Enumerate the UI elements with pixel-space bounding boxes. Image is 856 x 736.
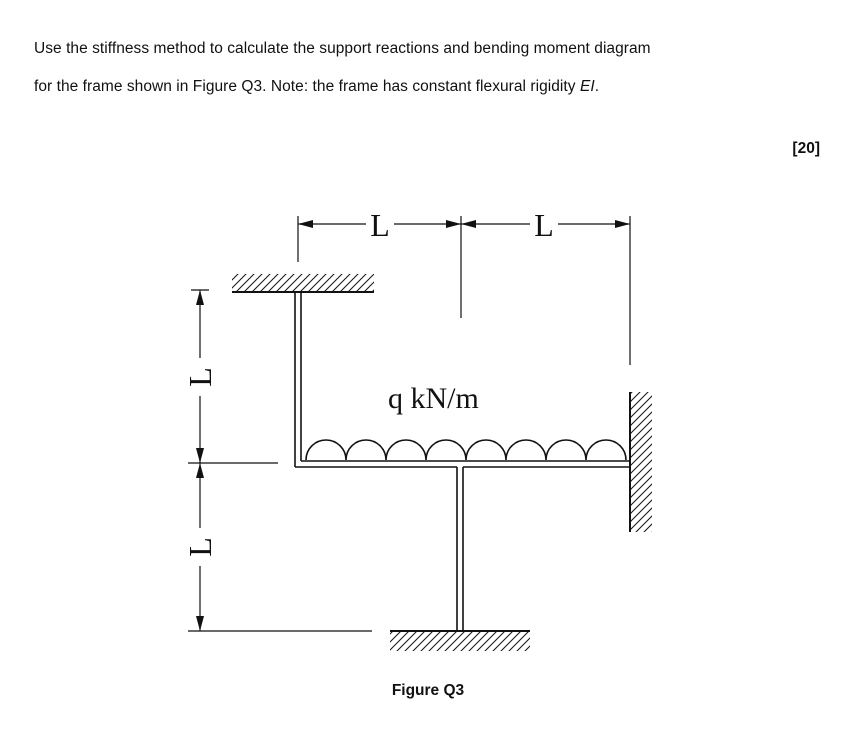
marks-label: [20]: [792, 140, 820, 157]
figure-caption: Figure Q3: [391, 682, 465, 699]
question-line-2: for the frame shown in Figure Q3. Note: …: [34, 68, 834, 106]
frame-members: [294, 292, 630, 631]
dimension-label-left-lower: L: [182, 537, 218, 557]
question-line-2-prefix: for the frame shown in Figure Q3. Note: …: [34, 78, 580, 95]
right-fixed-support: [629, 392, 652, 532]
bottom-fixed-support: [390, 630, 530, 651]
dimension-label-top-left: L: [370, 207, 390, 243]
question-text: Use the stiffness method to calculate th…: [34, 30, 834, 106]
dimension-label-top-right: L: [534, 207, 554, 243]
flexural-rigidity-symbol: EI: [579, 78, 595, 95]
top-fixed-support: [232, 274, 374, 293]
top-dimension-lines: [297, 216, 631, 365]
question-line-1: Use the stiffness method to calculate th…: [34, 40, 651, 57]
left-dimension-lines: [188, 289, 372, 632]
question-line-2-suffix: .: [594, 78, 600, 95]
distributed-load-arcs: [305, 439, 627, 461]
dimension-label-left-upper: L: [182, 367, 218, 387]
load-label: q kN/m: [388, 382, 479, 415]
